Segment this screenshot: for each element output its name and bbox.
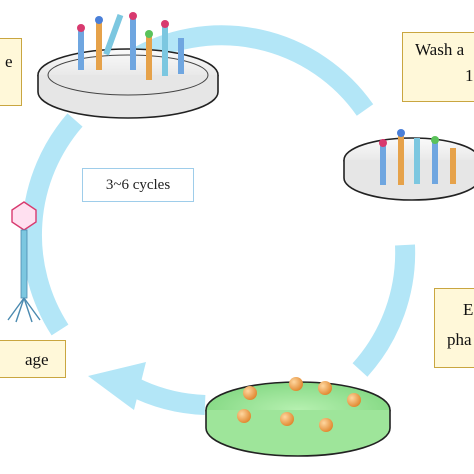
phage-cluster-right [379,129,456,185]
label-box-top-right: Wash a 1 [402,32,474,102]
cycles-label: 3~6 cycles [82,168,194,202]
label-top-right-line1: Wash a [415,40,465,59]
petri-dish-right [343,129,474,201]
phage-cluster-top [77,12,184,80]
label-right-line2: pha [447,330,472,349]
label-box-top-left: e [0,38,22,106]
label-right-line1: E [463,300,474,319]
label-box-right: E pha [434,288,474,368]
petri-dish-top [37,12,219,119]
label-bottom-left-text: age [25,350,49,369]
petri-dish-bottom [205,377,391,457]
phage-icon [7,201,41,323]
label-top-right-line2: 1 [465,66,474,85]
bacterial-colonies [237,377,361,432]
label-top-left-text: e [5,52,13,71]
cycle-arrowhead [88,362,146,410]
label-box-bottom-left: age [0,340,66,378]
